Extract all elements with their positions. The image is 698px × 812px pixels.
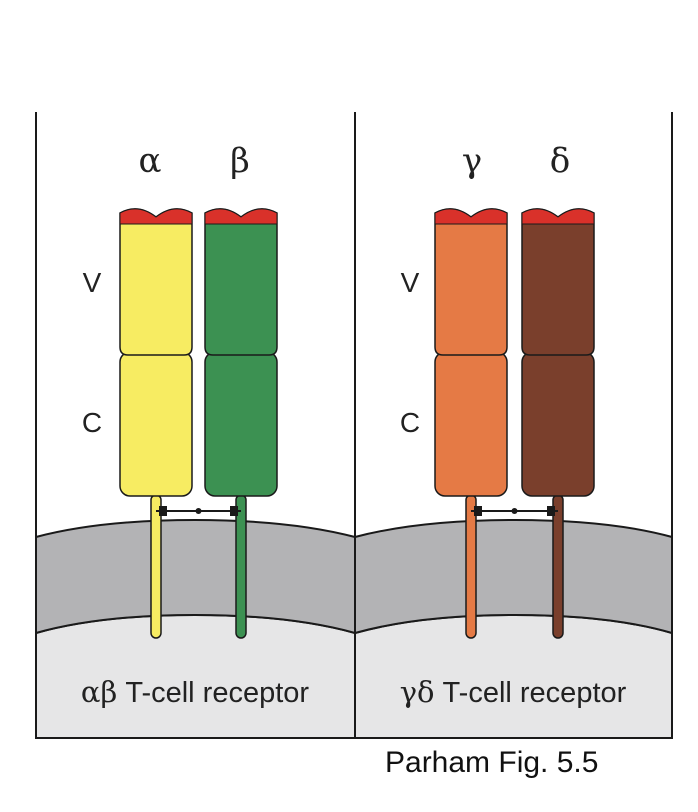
stem-beta bbox=[235, 494, 247, 639]
chain-label-beta: β bbox=[230, 141, 250, 181]
disulfide-end-right-ab bbox=[230, 506, 238, 516]
stem-alpha bbox=[150, 494, 162, 639]
panel-ab bbox=[35, 518, 356, 739]
c-domain-delta bbox=[521, 351, 595, 497]
v-domain-beta bbox=[204, 208, 278, 356]
disulfide-end-right-gd bbox=[547, 506, 555, 516]
disulfide-end-left-gd bbox=[474, 506, 482, 516]
chain-label-delta: δ bbox=[550, 141, 570, 181]
panel-caption-ab-greek: αβ bbox=[81, 675, 117, 709]
panel-caption-ab: αβ T-cell receptor bbox=[81, 675, 309, 709]
chain-label-gamma: γ bbox=[462, 141, 482, 181]
disulfide-end-left-ab bbox=[159, 506, 167, 516]
chains-layer bbox=[119, 208, 595, 639]
v-domain-delta bbox=[521, 208, 595, 356]
stem-gamma bbox=[465, 494, 477, 639]
panel-caption-gd: γδ T-cell receptor bbox=[400, 675, 627, 709]
disulfide-dot-ab bbox=[195, 508, 202, 514]
disulfide-dot-gd bbox=[511, 508, 518, 514]
c-domain-gamma bbox=[434, 351, 508, 497]
v-domain-label-ab: V bbox=[83, 267, 102, 298]
binding-site-alpha bbox=[119, 208, 193, 225]
v-domain-alpha bbox=[119, 208, 193, 356]
c-domain-label-gd: C bbox=[400, 407, 420, 438]
binding-site-beta bbox=[204, 208, 278, 225]
v-domain-label-gd: V bbox=[401, 267, 420, 298]
c-domain-label-ab: C bbox=[82, 407, 102, 438]
chain-label-alpha: α bbox=[139, 141, 162, 181]
c-domain-beta bbox=[204, 351, 278, 497]
panel-gd bbox=[354, 518, 673, 739]
panel-caption-ab-text: T-cell receptor bbox=[117, 677, 309, 709]
panel-caption-gd-text: T-cell receptor bbox=[435, 677, 627, 709]
binding-site-gamma bbox=[434, 208, 508, 225]
c-domain-alpha bbox=[119, 351, 193, 497]
v-domain-gamma bbox=[434, 208, 508, 356]
figure-caption: Parham Fig. 5.5 bbox=[385, 746, 599, 779]
stem-delta bbox=[552, 494, 564, 639]
binding-site-delta bbox=[521, 208, 595, 225]
panel-caption-gd-greek: γδ bbox=[400, 675, 435, 709]
